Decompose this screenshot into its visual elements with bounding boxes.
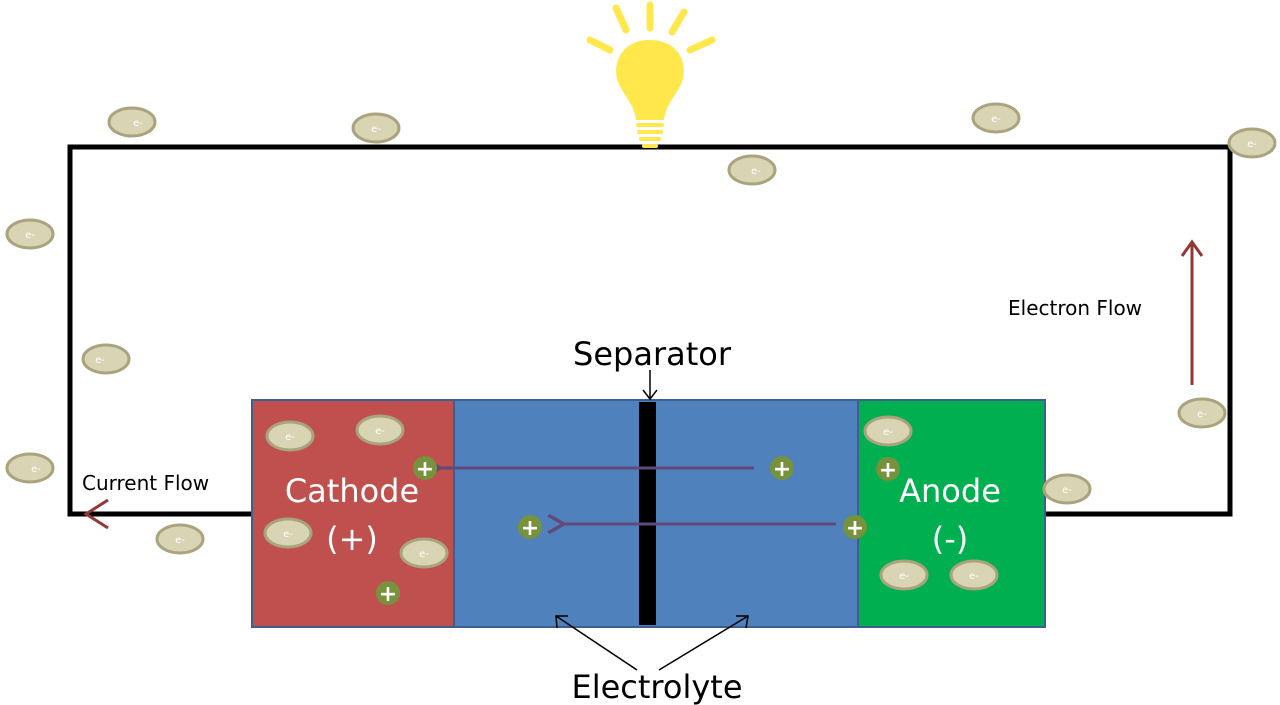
electron-icon: e- xyxy=(265,420,315,452)
electron-symbol: e- xyxy=(419,549,429,560)
electron-symbol: e- xyxy=(133,118,143,129)
positive-ion-icon: + xyxy=(876,457,900,483)
electron-symbol: e- xyxy=(95,355,105,366)
separator-label: Separator xyxy=(573,335,732,373)
electron-symbol: e- xyxy=(285,432,295,443)
positive-ion-icon: + xyxy=(413,456,437,482)
anode-sign: (-) xyxy=(932,520,969,558)
ion-symbol: + xyxy=(416,457,434,482)
electron-icon: e- xyxy=(949,559,999,591)
ion-symbol: + xyxy=(521,516,539,541)
electrolyte-pointer-arrows xyxy=(555,615,749,671)
positive-ion-icon: + xyxy=(770,456,794,482)
electron-icon: e- xyxy=(351,112,401,144)
ion-symbol: + xyxy=(846,516,864,541)
electron-icon: e- xyxy=(263,517,313,549)
electron-icon: e- xyxy=(1042,473,1092,505)
anode-block xyxy=(857,399,1046,628)
ion-symbol: + xyxy=(879,458,897,483)
anode-label: Anode xyxy=(899,472,1001,510)
electron-symbol: e- xyxy=(1062,485,1072,496)
electron-symbol: e- xyxy=(1247,139,1257,150)
positive-ion-icon: + xyxy=(376,581,400,607)
separator-pointer-arrow xyxy=(642,370,658,401)
electron-icon: e- xyxy=(355,414,405,446)
electron-symbol: e- xyxy=(751,166,761,177)
light-bulb-icon xyxy=(586,1,716,148)
electron-symbol: e- xyxy=(175,535,185,546)
electrolyte-label: Electrolyte xyxy=(571,668,742,705)
positive-ion-icon: + xyxy=(518,515,542,541)
electron-symbol: e- xyxy=(371,124,381,135)
electron-icon: e- xyxy=(1177,397,1227,429)
ion-symbol: + xyxy=(379,582,397,607)
electron-icon: e- xyxy=(5,452,55,484)
cathode-label: Cathode xyxy=(285,472,419,510)
electron-icon: e- xyxy=(107,106,157,138)
electron-icon: e- xyxy=(155,523,205,555)
electron-symbol: e- xyxy=(969,571,979,582)
electron-symbol: e- xyxy=(883,427,893,438)
electron-symbol: e- xyxy=(375,426,385,437)
electron-icon: e- xyxy=(863,415,913,447)
ion-symbol: + xyxy=(773,457,791,482)
electron-symbol: e- xyxy=(25,230,35,241)
electron-icon: e- xyxy=(81,343,131,375)
electron-icon: e- xyxy=(399,537,449,569)
electron-flow-label: Electron Flow xyxy=(1008,296,1142,320)
electron-icon: e- xyxy=(5,218,55,250)
cathode-sign: (+) xyxy=(326,520,378,558)
electron-flow-arrow xyxy=(1180,239,1204,385)
electron-icon: e- xyxy=(727,154,777,186)
electron-symbol: e- xyxy=(1197,409,1207,420)
current-flow-arrow xyxy=(83,498,109,530)
positive-ion-icon: + xyxy=(843,515,867,541)
electron-symbol: e- xyxy=(991,114,1001,125)
electron-symbol: e- xyxy=(31,464,41,475)
electron-icon: e- xyxy=(1227,127,1277,159)
electron-icon: e- xyxy=(879,559,929,591)
separator-bar xyxy=(639,402,656,625)
electron-symbol: e- xyxy=(899,571,909,582)
current-flow-label: Current Flow xyxy=(82,471,209,495)
electron-symbol: e- xyxy=(283,529,293,540)
electron-icon: e- xyxy=(971,102,1021,134)
